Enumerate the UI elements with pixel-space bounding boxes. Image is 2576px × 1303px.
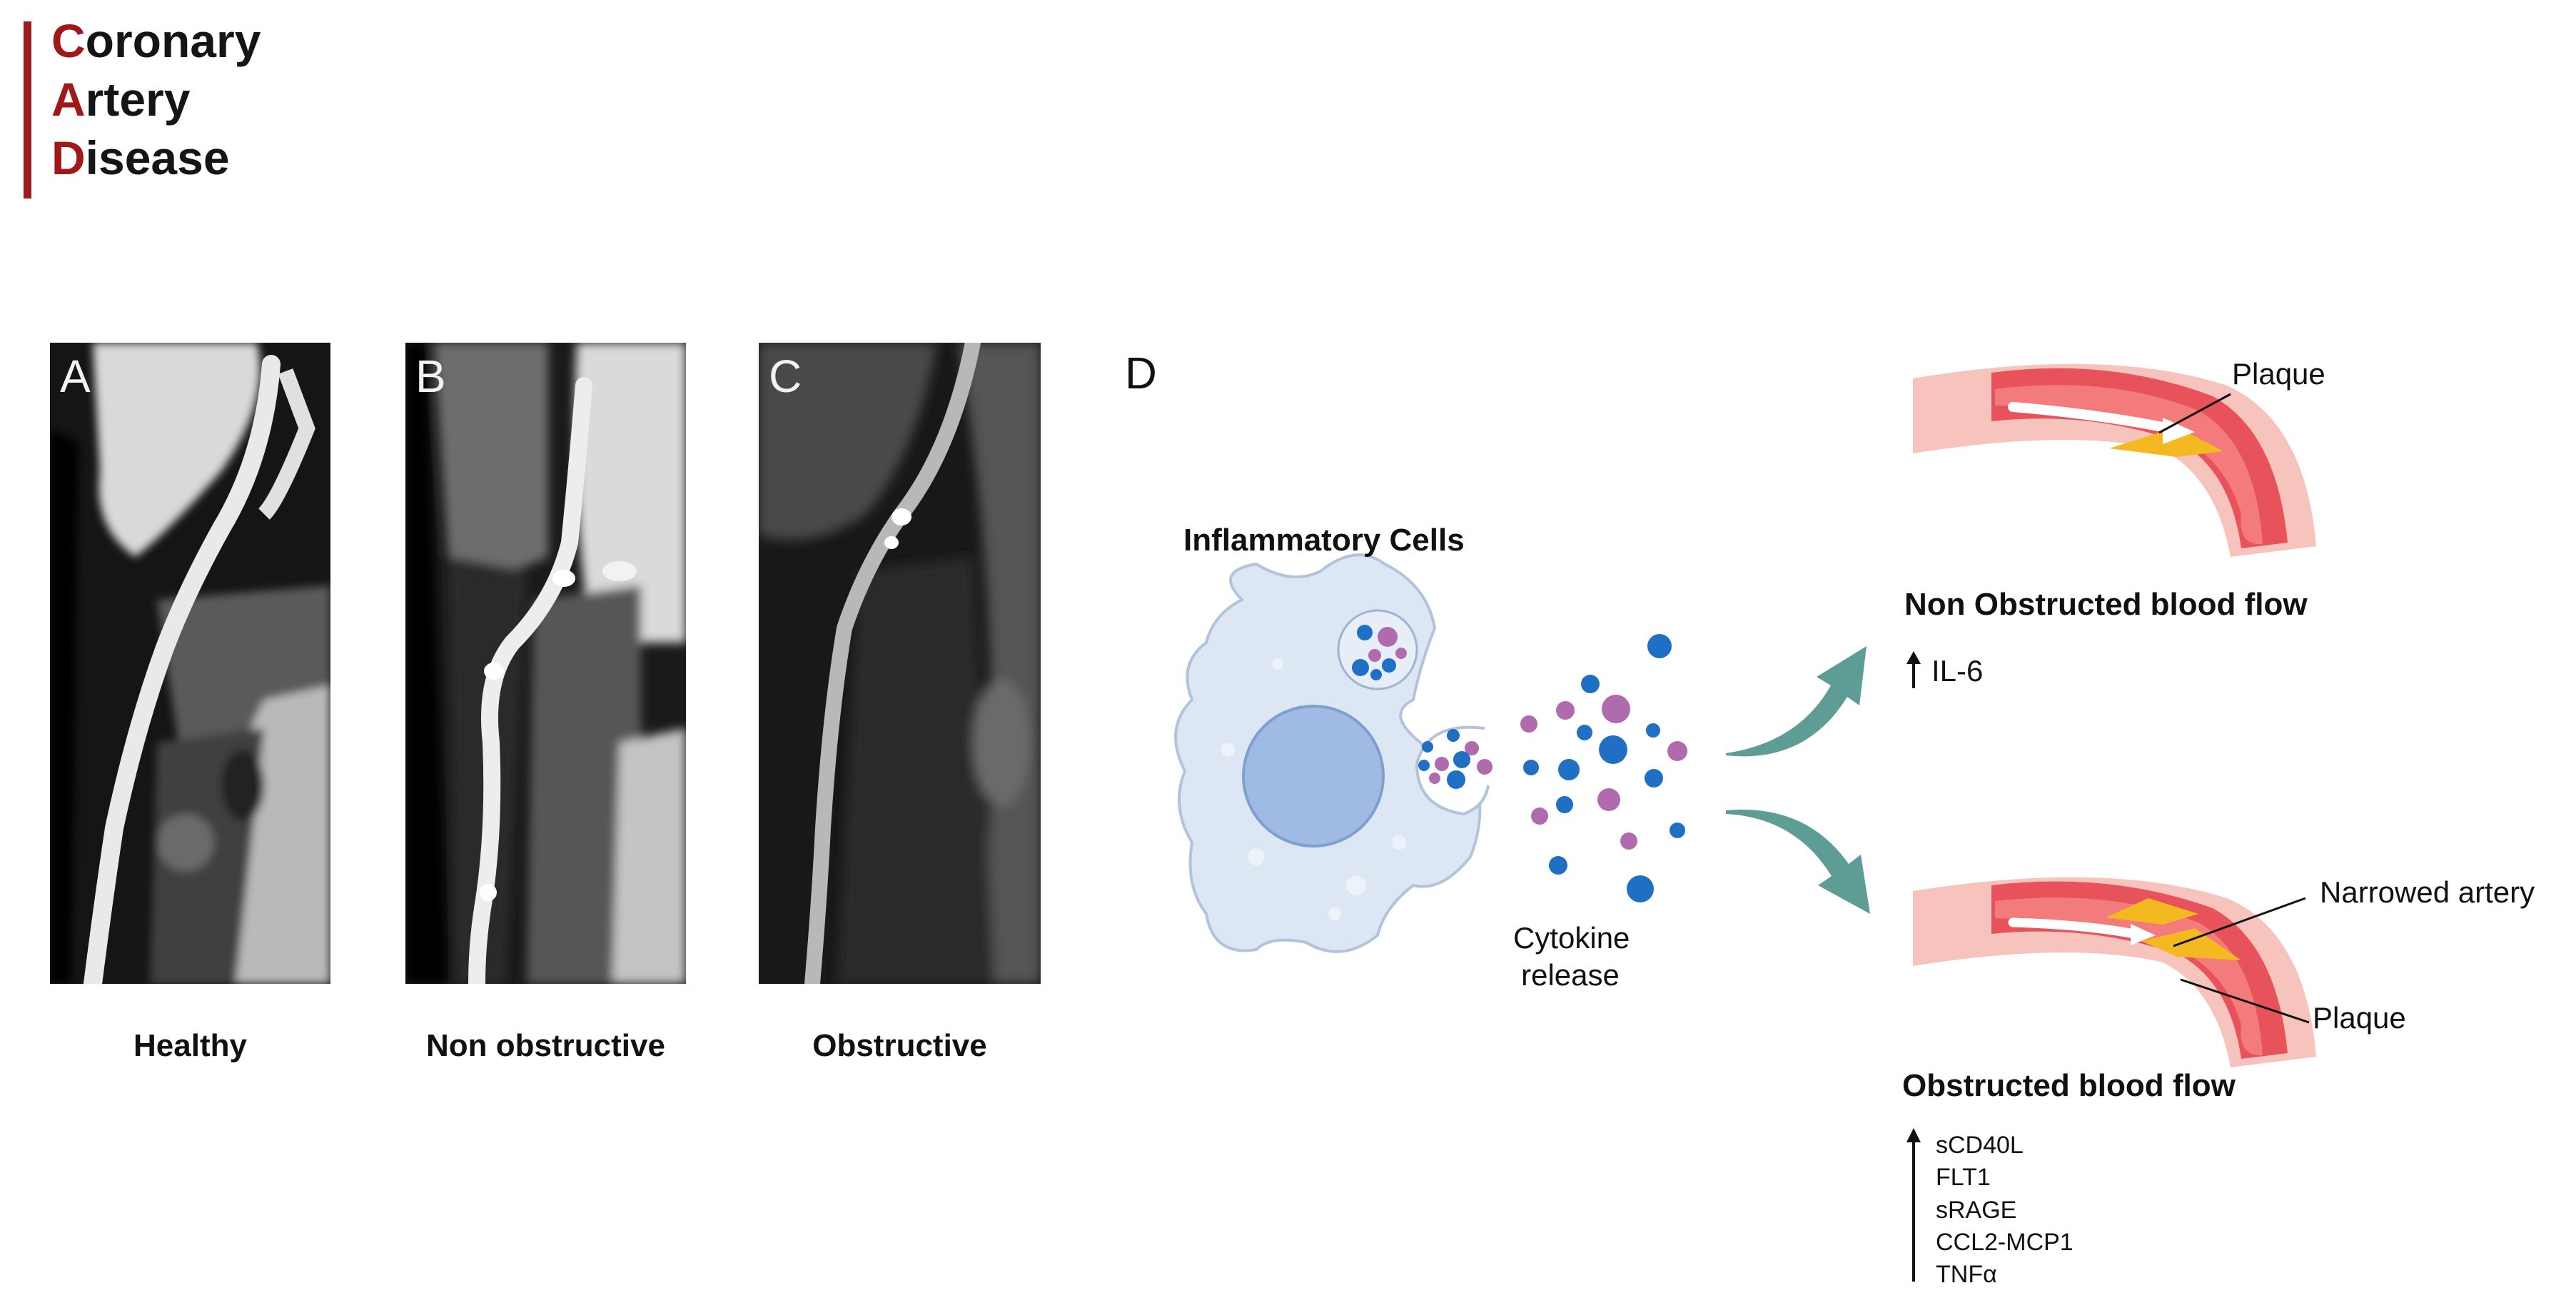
arrow-up-teal xyxy=(1726,646,1867,757)
markers-up-arrow xyxy=(1906,1128,1921,1282)
marker-flt1: FLT1 xyxy=(1936,1164,1991,1191)
caption-healthy: Healthy xyxy=(133,1028,247,1063)
panel-letter-a: A xyxy=(60,351,91,402)
title-accent-bar xyxy=(24,21,31,198)
non-obstructed-title: Non Obstructed blood flow xyxy=(1904,587,2308,622)
artery-obstructed xyxy=(1913,877,2316,1067)
cytokine-label-line1: Cytokine xyxy=(1513,921,1630,955)
inflammatory-cell xyxy=(1174,553,1490,953)
artery-non-obstructed xyxy=(1913,363,2316,557)
panel-letter-d: D xyxy=(1125,349,1157,398)
caption-obstructive: Obstructive xyxy=(812,1028,987,1063)
ct-panel-obstructive: C xyxy=(759,343,1041,984)
cytokine-label-line2: release xyxy=(1521,958,1620,992)
plaque-label-bottom: Plaque xyxy=(2313,1001,2406,1035)
narrowed-artery-label: Narrowed artery xyxy=(2320,875,2535,909)
ct-image-obstructive xyxy=(759,343,1041,984)
marker-ccl2-mcp1: CCL2-MCP1 xyxy=(1936,1229,2074,1256)
plaque-label-top: Plaque xyxy=(2232,357,2325,391)
cytokine-particles xyxy=(1520,634,1687,902)
obstructed-title: Obstructed blood flow xyxy=(1902,1068,2236,1103)
il6-up-arrow xyxy=(1906,651,1921,688)
title-line-coronary: Coronary xyxy=(51,14,261,67)
inflammatory-cells-label: Inflammatory Cells xyxy=(1183,523,1465,558)
panel-letter-c: C xyxy=(769,351,802,402)
ct-panel-non-obstructive: B xyxy=(405,343,686,984)
ct-image-healthy xyxy=(50,343,330,984)
marker-scd40l: sCD40L xyxy=(1936,1132,2024,1159)
ct-panel-healthy: A xyxy=(50,343,330,984)
caption-non-obstructive: Non obstructive xyxy=(426,1028,665,1063)
title-line-disease: Disease xyxy=(51,131,230,184)
panel-letter-b: B xyxy=(415,351,446,402)
marker-tnfa: TNFα xyxy=(1936,1261,1997,1288)
ct-image-non-obstructive xyxy=(405,343,686,984)
nucleus xyxy=(1242,705,1385,847)
marker-il6: IL-6 xyxy=(1931,654,1984,688)
arrow-down-teal xyxy=(1726,809,1870,914)
marker-srage: sRAGE xyxy=(1936,1197,2017,1224)
title-line-artery: Artery xyxy=(51,73,191,126)
